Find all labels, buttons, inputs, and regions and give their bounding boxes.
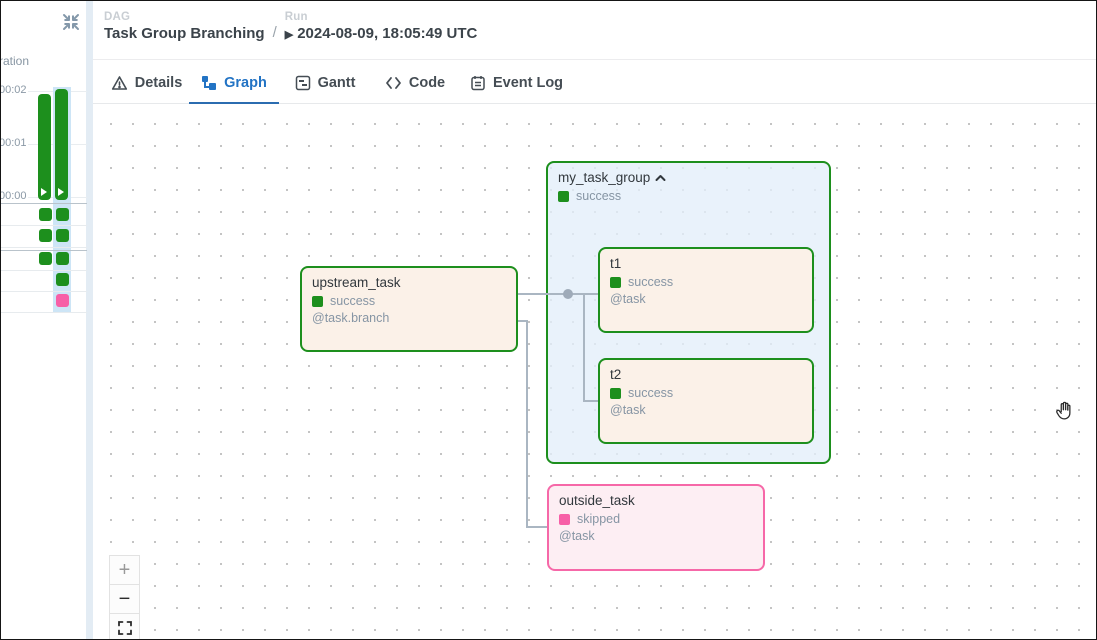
status-label: success: [628, 275, 674, 289]
graph-canvas[interactable]: my_task_group success upstream_task: [93, 104, 1096, 639]
run-label: Run: [284, 11, 308, 23]
tab-code[interactable]: Code: [371, 61, 459, 104]
grid-divider: [1, 247, 87, 248]
operator-label: @task: [610, 292, 646, 306]
grid-divider: [1, 270, 87, 271]
hand-cursor-icon: [1053, 400, 1075, 427]
task-instance-square[interactable]: [39, 229, 52, 242]
task-instance-square[interactable]: [56, 273, 69, 286]
tab-label: Gantt: [317, 74, 356, 91]
grid-divider: [1, 250, 87, 251]
task-instance-square[interactable]: [56, 252, 69, 265]
zoom-out-button[interactable]: −: [109, 584, 140, 614]
tab-label: Event Log: [492, 74, 564, 91]
run-triangle-icon: ▶: [284, 29, 294, 41]
page-header: DAG Task Group Branching / Run ▶2024-08-…: [93, 1, 1096, 60]
gantt-chart-icon: [295, 75, 311, 91]
status-label: success: [330, 294, 376, 308]
breadcrumb: DAG Task Group Branching / Run ▶2024-08-…: [93, 1, 1096, 42]
play-icon: [58, 188, 64, 196]
node-title: t2: [610, 367, 622, 382]
status-square-success: [610, 276, 621, 288]
dag-label: DAG: [104, 11, 131, 23]
task-instance-square-skipped[interactable]: [56, 294, 69, 307]
code-brackets-icon: [385, 76, 402, 90]
status-square-success: [610, 387, 621, 399]
node-title: t1: [610, 256, 622, 271]
node-t2[interactable]: t2 success @task: [598, 358, 814, 444]
zoom-in-button[interactable]: +: [109, 555, 140, 585]
chevron-up-icon[interactable]: [655, 170, 666, 185]
duration-axis-label: ration: [0, 54, 30, 68]
tab-label: Graph: [224, 74, 267, 91]
canvas-controls: + −: [109, 555, 140, 639]
grid-divider: [1, 312, 87, 313]
run-duration-bar[interactable]: [38, 94, 51, 200]
task-instance-square[interactable]: [56, 208, 69, 221]
task-instance-square[interactable]: [39, 252, 52, 265]
play-icon: [41, 188, 47, 196]
operator-label: @task: [559, 529, 595, 543]
tab-details[interactable]: Details: [104, 61, 189, 104]
status-square-success: [312, 295, 323, 307]
view-tabs: Details Graph Gantt: [93, 61, 1096, 105]
sidebar-edge-strip: [86, 1, 93, 639]
grid-divider: [1, 203, 87, 204]
tab-graph[interactable]: Graph: [189, 61, 279, 105]
status-label: skipped: [577, 512, 621, 526]
node-upstream-task[interactable]: upstream_task success @task.branch: [300, 266, 518, 352]
run-duration-bar-selected[interactable]: [55, 89, 68, 200]
grid-divider: [1, 291, 87, 292]
status-square-success: [558, 190, 569, 202]
breadcrumb-separator: /: [272, 24, 277, 41]
axis-tick: 00:00: [0, 190, 27, 202]
status-square-skipped: [559, 513, 570, 525]
axis-tick: 00:02: [0, 84, 27, 96]
task-instance-square[interactable]: [56, 229, 69, 242]
tab-label: Details: [134, 74, 183, 91]
tab-event-log[interactable]: Event Log: [459, 61, 574, 104]
axis-tick: 00:01: [0, 137, 27, 149]
dag-title-link[interactable]: Task Group Branching: [104, 25, 265, 42]
graph-icon: [201, 75, 217, 91]
node-t1[interactable]: t1 success @task: [598, 247, 814, 333]
fit-view-button[interactable]: [109, 613, 140, 639]
run-title-link[interactable]: ▶2024-08-09, 18:05:49 UTC: [285, 25, 478, 42]
operator-label: @task.branch: [312, 311, 390, 325]
node-title: upstream_task: [312, 275, 401, 290]
grid-divider: [1, 225, 87, 226]
grid-sidebar: ration 00:02 00:01 00:00: [1, 1, 93, 639]
tab-label: Code: [408, 74, 446, 91]
status-label: success: [628, 386, 674, 400]
node-outside-task[interactable]: outside_task skipped @task: [547, 484, 765, 571]
event-log-icon: [470, 75, 486, 91]
warning-triangle-icon: [111, 75, 128, 91]
collapse-grid-icon[interactable]: [60, 11, 82, 33]
run-timestamp: 2024-08-09, 18:05:49 UTC: [297, 25, 478, 42]
tab-gantt[interactable]: Gantt: [285, 61, 365, 104]
status-label: success: [576, 189, 622, 203]
node-title: outside_task: [559, 493, 635, 508]
task-group-title: my_task_group: [558, 170, 651, 185]
operator-label: @task: [610, 403, 646, 417]
edge-upstream-to-outside: [518, 320, 547, 528]
task-instance-square[interactable]: [39, 208, 52, 221]
